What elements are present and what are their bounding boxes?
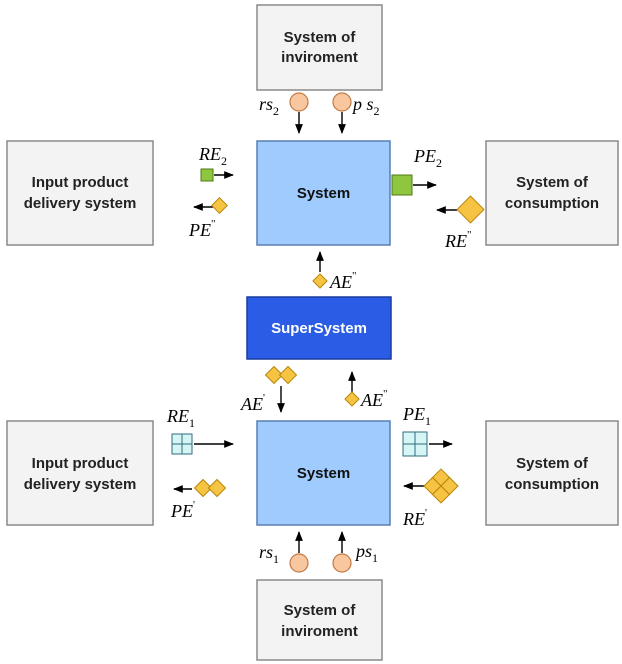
bottom-re-out-label: RE': [402, 507, 427, 529]
bottom-ae-down-label: AE': [240, 392, 265, 414]
bottom-consumption-box: System of consumption: [485, 420, 619, 526]
bottom-system-box: System: [256, 420, 391, 526]
supersystem-box: SuperSystem: [246, 296, 392, 360]
top-environment-box: System of inviroment: [256, 4, 383, 91]
top-ae-label: AE": [329, 270, 357, 292]
top-system-label: System: [297, 185, 350, 202]
supersystem-label: SuperSystem: [271, 320, 367, 337]
bottom-input-delivery-box: Input product delivery system: [6, 420, 154, 526]
bottom-pe-out-grid-square-icon: [402, 431, 428, 457]
bottom-pe-in-label: PE': [170, 499, 195, 521]
bottom-ps-label: ps1: [354, 541, 378, 565]
top-pe-out-label: PE2: [413, 146, 442, 170]
bottom-rs-label: rs1: [259, 542, 279, 566]
bottom-ae-up-label: AE": [360, 388, 388, 410]
top-environment-label-line2: inviroment: [281, 49, 358, 66]
top-input-delivery-box: Input product delivery system: [6, 140, 154, 246]
bottom-ps-circle-icon: [332, 553, 352, 573]
top-input-label-line2: delivery system: [24, 195, 137, 212]
top-pe-in-label: PE": [188, 218, 216, 240]
bottom-rs-circle-icon: [289, 553, 309, 573]
bottom-re-grid-square-icon: [171, 433, 193, 455]
bottom-re-out-diamond-cluster-icon: [423, 468, 459, 504]
top-consumption-box: System of consumption: [485, 140, 619, 246]
bottom-system-label: System: [297, 465, 350, 482]
top-system-box: System: [256, 140, 391, 246]
top-ps-label: p s2: [351, 94, 380, 118]
top-input-label-line1: Input product: [32, 174, 129, 191]
bottom-pe-out-label: PE1: [402, 404, 431, 428]
bottom-consumption-label-line2: consumption: [505, 476, 599, 493]
top-re-out-diamond-icon: [456, 195, 485, 224]
top-environment-label-line1: System of: [284, 29, 357, 46]
bottom-input-label-line2: delivery system: [24, 476, 137, 493]
top-pe-out-green-square-icon: [391, 174, 413, 196]
top-rs-circle-icon: [289, 92, 309, 112]
top-rs-label: rs2: [259, 94, 279, 118]
top-re-label: RE2: [198, 144, 227, 168]
top-pe-in-diamond-icon: [211, 197, 228, 214]
top-re-out-label: RE": [444, 229, 472, 251]
top-re-green-square-icon: [200, 168, 214, 182]
top-consumption-label-line1: System of: [516, 174, 589, 191]
bottom-re-label: RE1: [166, 406, 195, 430]
bottom-pe-in-double-diamond-icon: [193, 478, 227, 498]
bottom-input-label-line1: Input product: [32, 455, 129, 472]
bottom-ae-down-double-diamond-icon: [264, 365, 298, 385]
bottom-environment-label-line1: System of: [284, 602, 357, 619]
bottom-environment-label-line2: inviroment: [281, 623, 358, 640]
bottom-environment-box: System of inviroment: [256, 579, 383, 661]
bottom-consumption-label-line1: System of: [516, 455, 589, 472]
top-ae-diamond-icon: [312, 273, 328, 289]
bottom-ae-up-diamond-icon: [344, 391, 360, 407]
top-consumption-label-line2: consumption: [505, 195, 599, 212]
top-ps-circle-icon: [332, 92, 352, 112]
